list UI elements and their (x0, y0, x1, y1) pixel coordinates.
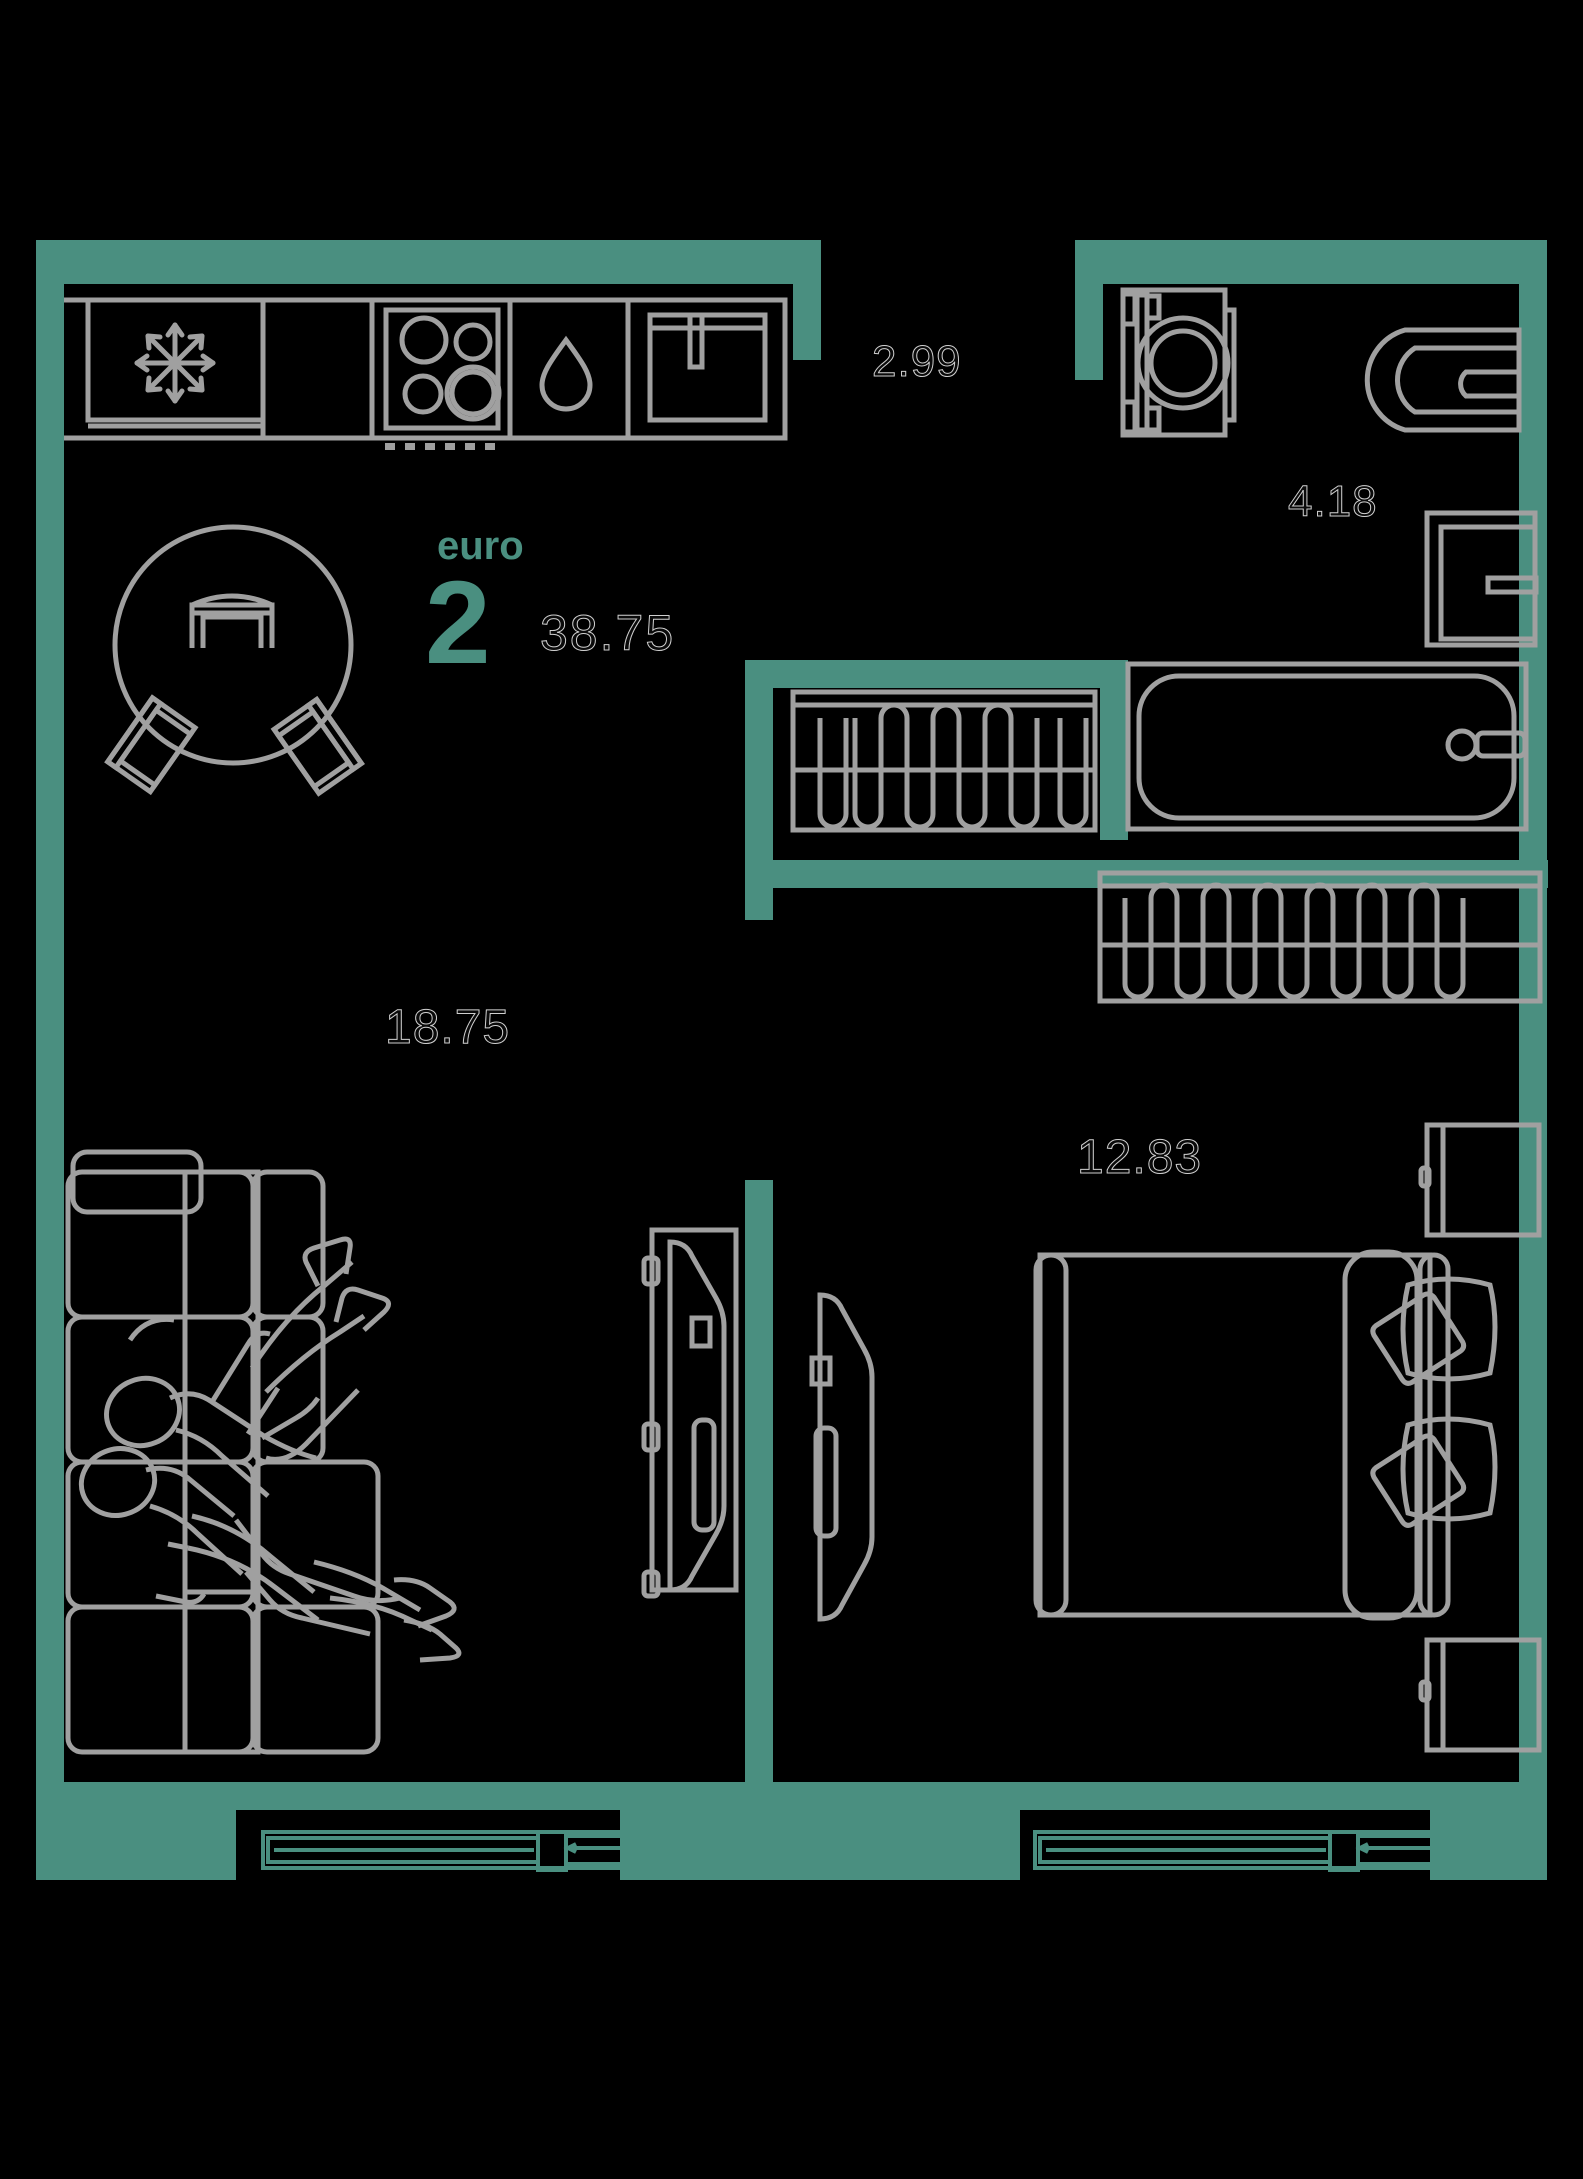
euro-label: euro (437, 524, 524, 568)
hallway-area-label: 2.99 (872, 337, 962, 387)
bedroom-area-label: 12.83 (1076, 1131, 1203, 1185)
nightstand-icon-top (1418, 1122, 1542, 1238)
living-area-label: 18.75 (384, 1001, 511, 1055)
bathroom-area-label: 4.18 (1288, 477, 1378, 527)
door-icon-bedroom (809, 1292, 875, 1622)
window-icon-living[interactable] (261, 1830, 655, 1872)
rooms-count-badge: 2 (425, 557, 491, 689)
people-icon (78, 1236, 462, 1663)
double-bed-icon (1033, 1249, 1498, 1621)
oven-knobs (385, 443, 495, 450)
dishwasher-icon (539, 335, 593, 412)
dining-table-icon (104, 524, 365, 797)
bathtub-icon (1125, 661, 1529, 832)
walls (36, 240, 1548, 1880)
window-icon-bedroom[interactable] (1033, 1830, 1467, 1872)
cooktop-icon (399, 315, 502, 422)
kitchen-counter (64, 297, 788, 441)
bathroom-sink-icon (1424, 510, 1539, 648)
total-area-label: 38.75 (539, 605, 676, 662)
refrigerator-icon (134, 322, 216, 404)
radiator-icon-corridor (790, 689, 1098, 833)
washing-machine-icon (1120, 287, 1237, 438)
radiator-icon-bedroom (1097, 870, 1543, 1004)
toilet-icon (1364, 327, 1522, 433)
nightstand-icon-bottom (1418, 1637, 1542, 1753)
kitchen-sink-icon (647, 312, 768, 423)
door-icon-living (641, 1227, 739, 1599)
